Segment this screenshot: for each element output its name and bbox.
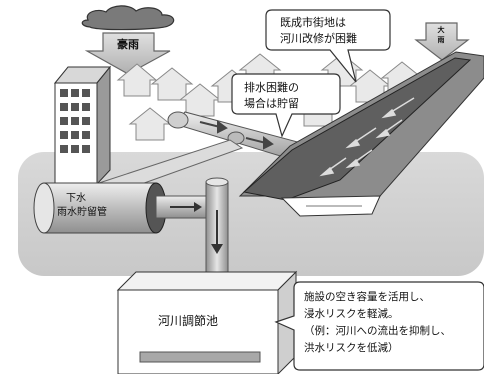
callout-storage: [231, 73, 341, 138]
rain-label-1: 大: [438, 25, 445, 34]
sewer-label-1: 下水: [66, 192, 86, 204]
sewer-label-2: 雨水貯留管: [57, 205, 107, 218]
rain-label-2: 雨: [438, 36, 445, 44]
pond-label: 河川調節池: [158, 313, 218, 328]
callout-benefit-line-4: 洪水リスクを低減）: [304, 341, 399, 354]
heavy-rain-label: 豪雨: [117, 37, 139, 51]
outlet-pipe: [155, 195, 213, 219]
vertical-pipe: [205, 177, 229, 291]
river-channel: [238, 51, 484, 217]
callout-benefit-line-1: 施設の空き容量を活用し、: [304, 290, 430, 303]
callout-urban-line-2: 河川改修が困難: [280, 31, 357, 45]
heavy-rain-arrow: [84, 32, 171, 75]
regulating-pond: [116, 270, 298, 374]
callout-benefit-line-3: （例：河川への流出を抑制し、: [304, 324, 451, 337]
callout-urban-area: [265, 9, 391, 83]
callout-storage-line-2: 場合は貯留: [244, 96, 299, 110]
callout-urban-line-1: 既成市街地は: [280, 15, 346, 29]
river-flow-arrows: [319, 97, 415, 177]
rain-arrow: [414, 22, 470, 61]
cloud-icon: [81, 5, 175, 31]
upper-pipe-flow-arrows: [199, 120, 274, 150]
callout-storage-line-1: 排水困難の: [244, 80, 299, 94]
building-icon: [53, 65, 112, 186]
callout-benefit-line-2: 浸水リスクを軽減。: [304, 307, 399, 320]
